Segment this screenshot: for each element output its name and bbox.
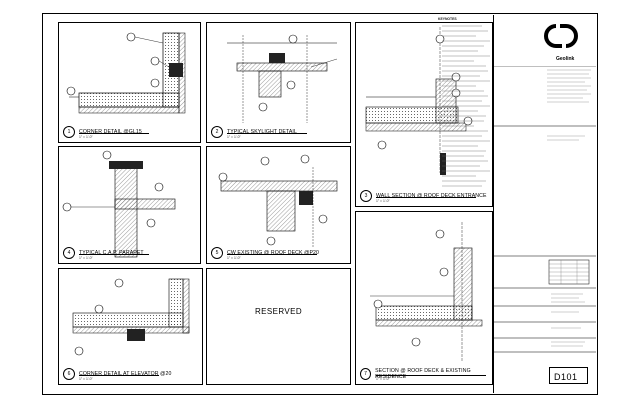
skylight-detail-drawing bbox=[227, 34, 338, 123]
detail-scale: 1" = 1'-0" bbox=[376, 377, 390, 381]
detail-number-bubble: 1 bbox=[63, 126, 75, 138]
detail-panel-typical-skylight[interactable]: 2 TYPICAL SKYLIGHT DETAIL 1" = 1'-0" bbox=[206, 22, 351, 143]
detail-number-bubble: 6 bbox=[63, 368, 75, 380]
detail-scale: 1" = 1'-0" bbox=[79, 135, 93, 139]
detail-panel-cw-existing[interactable]: 5 CW EXISTING @ ROOF DECK @P20 1" = 1'-0… bbox=[206, 146, 351, 264]
detail-number-bubble: 2 bbox=[211, 126, 223, 138]
detail-panel-reserved[interactable]: RESERVED bbox=[206, 268, 351, 385]
sheet-number-box bbox=[549, 367, 588, 384]
sheet-number: D101 bbox=[554, 372, 578, 382]
detail-caption: 5 CW EXISTING @ ROOF DECK @P20 1" = 1'-0… bbox=[211, 247, 320, 260]
detail-scale: 1" = 1'-0" bbox=[79, 377, 93, 381]
detail-panel-wall-section[interactable]: 3 WALL SECTION @ ROOF DECK ENTRANCE 1" =… bbox=[355, 22, 493, 207]
detail-caption: 2 TYPICAL SKYLIGHT DETAIL 1" = 1'-0" bbox=[211, 126, 307, 139]
detail-title: CW EXISTING @ ROOF DECK @P20 bbox=[227, 250, 320, 256]
detail-number-bubble: 4 bbox=[63, 247, 75, 259]
detail-panel-section-existing[interactable]: 7 SECTION @ ROOF DECK & EXISTING RESIDEN… bbox=[355, 211, 493, 385]
detail-panel-typical-parapet[interactable]: 4 TYPICAL C.A.P. PARAPET 1" = 1'-0" bbox=[58, 146, 201, 264]
detail-title: SECTION @ ROOF DECK & EXISTING RESIDENCE bbox=[375, 368, 471, 380]
detail-caption: 3 WALL SECTION @ ROOF DECK ENTRANCE 1" =… bbox=[360, 190, 487, 203]
corner-detail-drawing bbox=[66, 32, 186, 114]
detail-scale: 1" = 1'-0" bbox=[227, 135, 241, 139]
detail-caption: 4 TYPICAL C.A.P. PARAPET 1" = 1'-0" bbox=[63, 247, 149, 260]
detail-title: WALL SECTION @ ROOF DECK ENTRANCE bbox=[376, 193, 487, 199]
drawing-sheet-border bbox=[42, 13, 598, 395]
keynote-lines bbox=[442, 26, 490, 187]
detail-number-bubble: 3 bbox=[360, 190, 372, 202]
detail-number-bubble: 7 bbox=[360, 368, 372, 380]
geolink-logo-icon bbox=[544, 24, 578, 48]
keynotes-column: KEYNOTES bbox=[438, 17, 494, 198]
section-existing-drawing bbox=[370, 222, 483, 362]
detail-title: CORNER DETAIL AT ELEVATOR @20 bbox=[79, 371, 172, 377]
detail-scale: 1" = 1'-0" bbox=[79, 256, 93, 260]
detail-scale: 1" = 1'-0" bbox=[376, 199, 390, 203]
keynotes-heading: KEYNOTES bbox=[438, 17, 457, 21]
detail-caption: 1 CORNER DETAIL @GL15 1" = 1'-0" bbox=[63, 126, 149, 139]
detail-caption: 7 SECTION @ ROOF DECK & EXISTING RESIDEN… bbox=[360, 368, 492, 381]
brand-name: Geolink bbox=[556, 56, 575, 62]
cw-existing-drawing bbox=[218, 154, 338, 247]
detail-title: TYPICAL C.A.P. PARAPET bbox=[79, 250, 144, 256]
detail-scale: 1" = 1'-0" bbox=[227, 256, 241, 260]
detail-caption: 6 CORNER DETAIL AT ELEVATOR @20 1" = 1'-… bbox=[63, 368, 172, 381]
detail-title: TYPICAL SKYLIGHT DETAIL bbox=[227, 129, 297, 135]
detail-panel-corner-elevator[interactable]: 6 CORNER DETAIL AT ELEVATOR @20 1" = 1'-… bbox=[58, 268, 203, 385]
detail-number-bubble: 5 bbox=[211, 247, 223, 259]
parapet-detail-drawing bbox=[62, 150, 176, 258]
corner-elevator-drawing bbox=[72, 278, 190, 356]
detail-panel-corner-gl15[interactable]: 1 CORNER DETAIL @GL15 1" = 1'-0" bbox=[58, 22, 201, 143]
wall-section-drawing bbox=[365, 27, 473, 175]
title-block-details bbox=[493, 66, 596, 353]
title-block bbox=[493, 15, 596, 393]
reserved-label: RESERVED bbox=[254, 307, 303, 316]
detail-title: CORNER DETAIL @GL15 bbox=[79, 129, 142, 135]
